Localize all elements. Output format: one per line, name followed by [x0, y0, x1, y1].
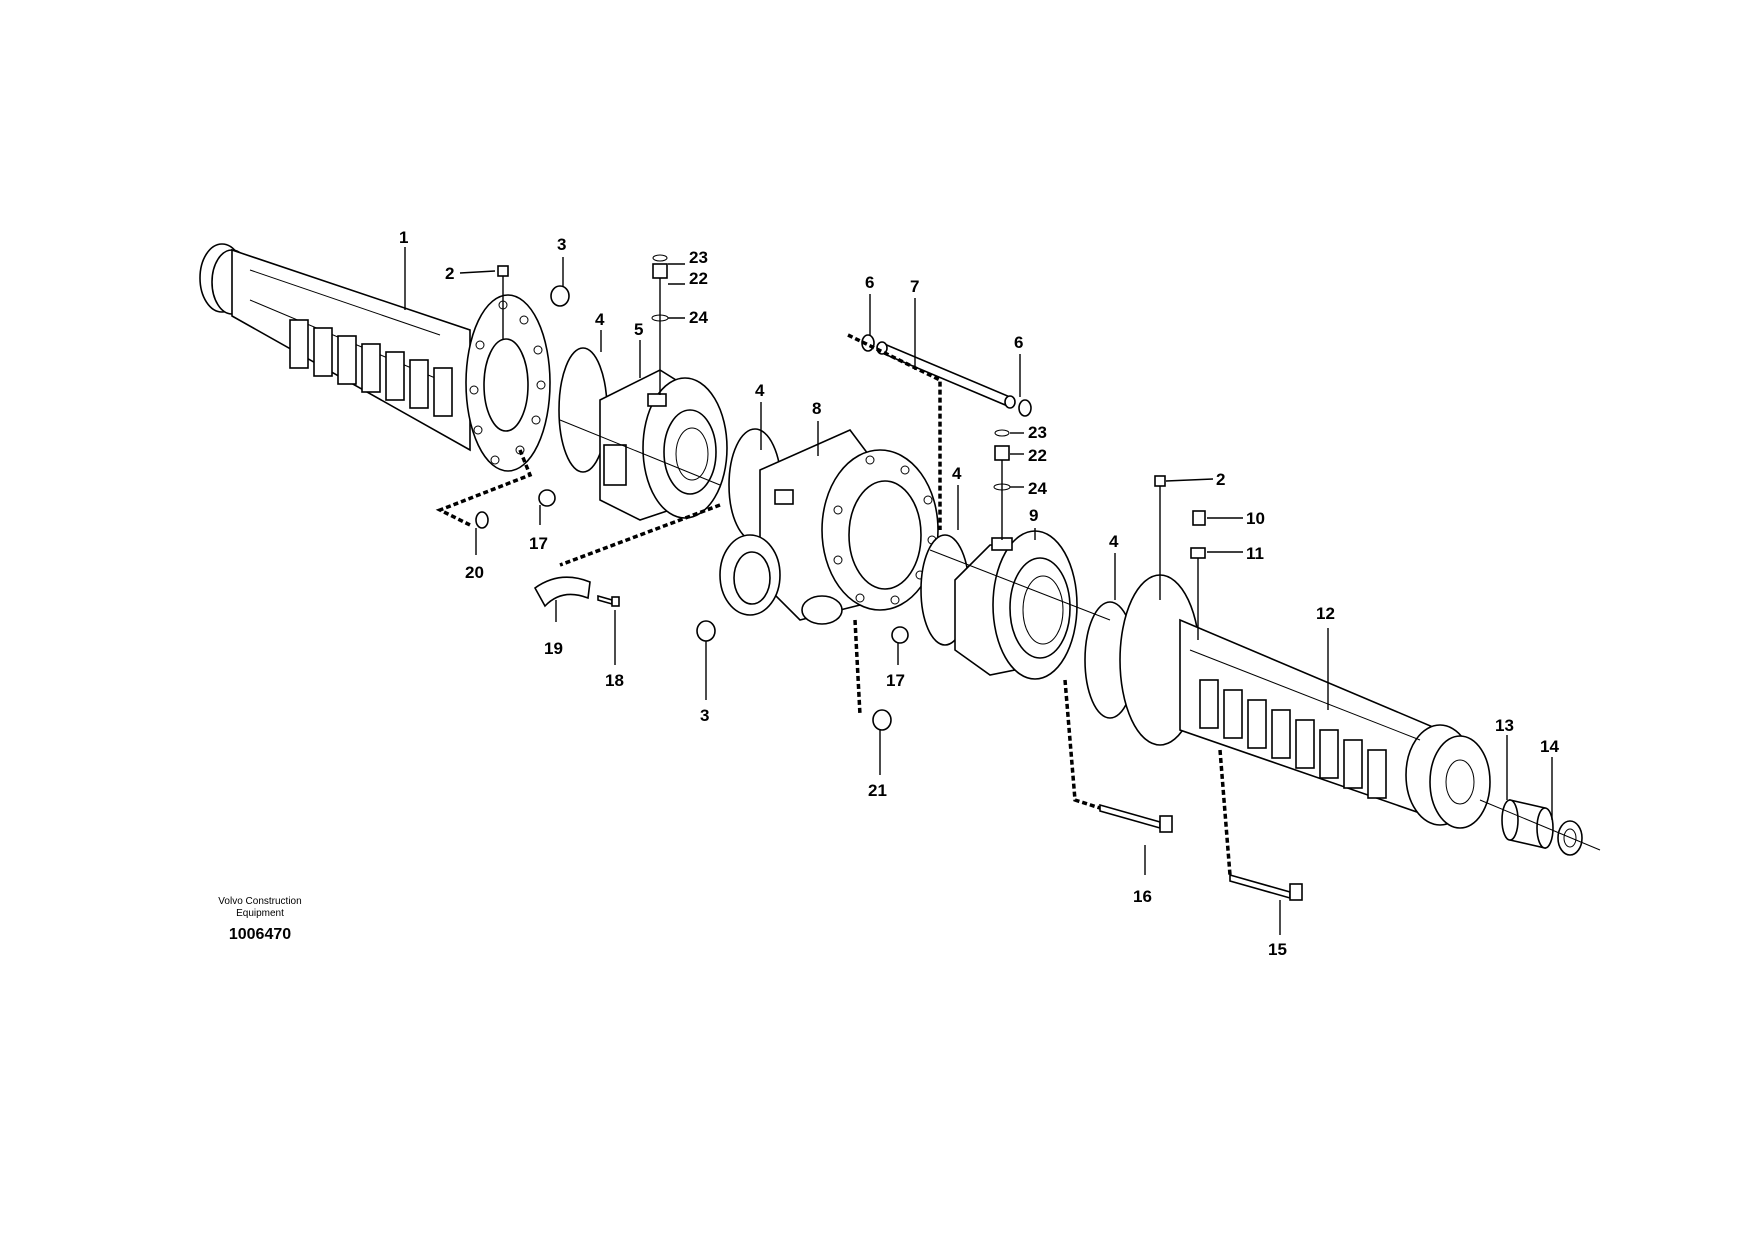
- maker-line-1: Volvo Construction: [218, 896, 302, 907]
- callout-23a: 23: [689, 248, 708, 267]
- plug-3-top: [550, 285, 570, 307]
- axle-casing-left: [199, 243, 551, 472]
- drawing-number: 1006470: [228, 926, 292, 943]
- callout-22b: 22: [1028, 446, 1047, 465]
- callout-22a: 22: [689, 269, 708, 288]
- casing-ribs-left: [289, 319, 453, 417]
- dashed-assembly-lines: [435, 333, 1232, 876]
- screw-18: [597, 594, 620, 607]
- bolt-2-left: [497, 265, 509, 340]
- callout-2b: 2: [1216, 470, 1225, 489]
- carrier-9: [954, 530, 1078, 680]
- clamp-19: [533, 576, 591, 608]
- callout-9: 9: [1029, 506, 1038, 525]
- ring-6b: [1018, 399, 1032, 417]
- carrier-5: [599, 369, 728, 521]
- callout-numbers: 1 2 3 4 5 23 22 24 6 7 6 4 8 23 22 24 4 …: [399, 228, 1559, 959]
- callout-4a: 4: [595, 310, 605, 329]
- callout-24a: 24: [689, 308, 708, 327]
- callout-4b: 4: [755, 381, 765, 400]
- callout-3b: 3: [700, 706, 709, 725]
- callout-14: 14: [1540, 737, 1559, 756]
- callout-1: 1: [399, 228, 408, 247]
- bolt-2-right: [1154, 475, 1166, 600]
- plug-21: [872, 709, 892, 731]
- shaft-7: [861, 334, 1032, 417]
- callout-4c: 4: [952, 464, 962, 483]
- callout-13: 13: [1495, 716, 1514, 735]
- plug-3-bottom: [696, 620, 716, 642]
- callout-3a: 3: [557, 235, 566, 254]
- fitting-10: [1192, 510, 1206, 526]
- axis-lines: [559, 419, 1601, 851]
- callout-11: 11: [1246, 544, 1264, 563]
- callout-2a: 2: [445, 264, 454, 283]
- bushing-13: [1501, 798, 1554, 850]
- callout-12: 12: [1316, 604, 1335, 623]
- casing-ribs-right: [1199, 679, 1387, 799]
- callout-16: 16: [1133, 887, 1152, 906]
- callout-5: 5: [634, 320, 643, 339]
- callout-17b: 17: [886, 671, 905, 690]
- plug-17-left: [538, 489, 556, 507]
- housing-8: [719, 429, 939, 625]
- callout-10: 10: [1246, 509, 1265, 528]
- callout-20: 20: [465, 563, 484, 582]
- callout-21: 21: [868, 781, 887, 800]
- breather-left: [651, 254, 669, 395]
- callout-17a: 17: [529, 534, 548, 553]
- leader-lines: [404, 247, 1553, 935]
- callout-8: 8: [812, 399, 821, 418]
- axle-casing-right: [1119, 574, 1491, 829]
- maker-line-2: Equipment: [236, 908, 284, 919]
- bolt-15: [1229, 873, 1303, 901]
- callout-18: 18: [605, 671, 624, 690]
- callout-6b: 6: [1014, 333, 1023, 352]
- ring-20: [475, 511, 489, 529]
- callout-4d: 4: [1109, 532, 1119, 551]
- plug-17-right: [891, 626, 909, 644]
- maker-label: Volvo Construction Equipment: [170, 896, 350, 920]
- callout-7: 7: [910, 277, 919, 296]
- callout-6a: 6: [865, 273, 874, 292]
- callout-19: 19: [544, 639, 563, 658]
- callout-23b: 23: [1028, 423, 1047, 442]
- breather-right: [993, 429, 1011, 540]
- callout-24b: 24: [1028, 479, 1047, 498]
- bolt-16: [1099, 803, 1173, 833]
- callout-15: 15: [1268, 940, 1287, 959]
- bolt-11: [1190, 547, 1206, 640]
